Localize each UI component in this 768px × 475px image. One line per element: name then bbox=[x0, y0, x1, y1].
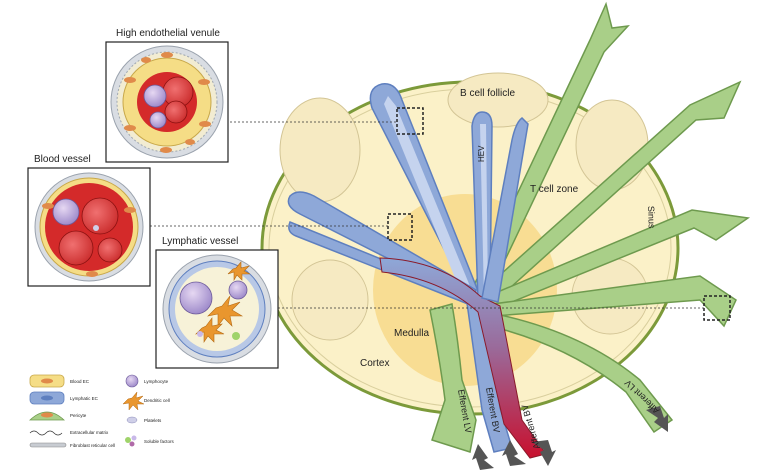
legend-item-lymphocyte: Lymphocyte bbox=[125, 374, 169, 388]
inset-hev: High endothelial venule bbox=[105, 28, 229, 163]
efferent-loop-inner bbox=[384, 96, 474, 300]
legend-item-lymphatic-ec: Lymphatic EC bbox=[29, 391, 99, 405]
legend-label-ecm: Extracellular matrix bbox=[70, 430, 109, 435]
dendritic-cell-icon bbox=[122, 391, 145, 411]
legend-item-blood-ec: Blood EC bbox=[29, 374, 90, 388]
lv-lymphocyte-1 bbox=[179, 281, 213, 315]
bv-rbc-1 bbox=[81, 197, 119, 235]
inset-lymphatic-title: Lymphatic vessel bbox=[162, 236, 238, 247]
bv-lymphocyte bbox=[52, 198, 80, 226]
bv-rbc-2 bbox=[58, 230, 94, 266]
legend-label-platelets: Platelets bbox=[144, 418, 162, 423]
legend-item-platelets: Platelets bbox=[126, 416, 162, 424]
soluble-factors-icon bbox=[125, 435, 137, 447]
label-medulla: Medulla bbox=[394, 328, 429, 339]
bv-pericytes bbox=[42, 203, 136, 277]
efferent-lv-trunk bbox=[429, 303, 477, 453]
arrow-afferent-lv bbox=[646, 406, 668, 432]
zoom-box-blood bbox=[387, 213, 413, 241]
legend: Blood EC Lymphatic EC Pericyte Extracell… bbox=[28, 374, 175, 448]
afferent-bv-branch bbox=[481, 117, 529, 303]
inset-blood-title: Blood vessel bbox=[34, 154, 91, 165]
legend-label-dendritic-cell: Dendritic cell bbox=[144, 398, 170, 403]
hev-rbc-2 bbox=[164, 100, 188, 124]
arrow-afferent-bv bbox=[532, 440, 556, 466]
bv-platelet bbox=[93, 225, 99, 231]
afferent-bv-trunk bbox=[379, 257, 547, 459]
lymphocyte-icon bbox=[125, 374, 139, 388]
platelets-icon bbox=[126, 416, 138, 424]
legend-label-pericyte: Pericyte bbox=[70, 413, 87, 418]
zoom-box-hev bbox=[396, 107, 424, 135]
hev-pericytes bbox=[124, 52, 211, 153]
follicle-left bbox=[279, 97, 361, 203]
inset-lymphatic-vessel: Lymphatic vessel bbox=[155, 236, 279, 369]
zoom-connectors bbox=[150, 121, 704, 309]
legend-item-dendritic-cell: Dendritic cell bbox=[122, 391, 170, 411]
lv-soluble-1 bbox=[232, 332, 240, 340]
hev-lymphocyte bbox=[143, 84, 167, 108]
lv-soluble-2 bbox=[197, 331, 203, 337]
follicle-bottom-left bbox=[291, 259, 369, 341]
label-sinus: Sinus bbox=[646, 206, 657, 229]
arrow-efferent-lv bbox=[472, 444, 494, 470]
follicle-top bbox=[447, 72, 549, 128]
label-b-cell-follicle: B cell follicle bbox=[460, 88, 515, 99]
flow-arrows bbox=[472, 406, 668, 470]
legend-label-soluble-factors: Soluble factors bbox=[144, 439, 175, 444]
inset-hev-title: High endothelial venule bbox=[116, 28, 220, 39]
legend-item-soluble-factors: Soluble factors bbox=[125, 435, 175, 447]
label-hev: HEV bbox=[477, 145, 486, 162]
lv-lymphocyte-2 bbox=[228, 280, 248, 300]
legend-item-frc: Fibroblast reticular cell bbox=[29, 442, 115, 448]
hev-branch-inner bbox=[480, 124, 488, 298]
hev-lymphocyte-2 bbox=[149, 111, 167, 129]
frc-icon bbox=[29, 442, 67, 448]
label-cortex: Cortex bbox=[360, 358, 389, 369]
legend-label-frc: Fibroblast reticular cell bbox=[70, 443, 115, 448]
legend-item-pericyte: Pericyte bbox=[28, 411, 87, 421]
legend-label-blood-ec: Blood EC bbox=[70, 379, 90, 384]
vessel-tree bbox=[287, 83, 547, 459]
arrow-efferent-bv bbox=[502, 440, 526, 466]
legend-label-lymphocyte: Lymphocyte bbox=[144, 379, 169, 384]
inset-blood-vessel: Blood vessel bbox=[27, 154, 151, 287]
ecm-icon bbox=[29, 430, 63, 436]
label-t-cell-zone: T cell zone bbox=[530, 184, 579, 195]
legend-label-lymphatic-ec: Lymphatic EC bbox=[70, 396, 99, 401]
legend-item-ecm: Extracellular matrix bbox=[29, 430, 109, 436]
bv-rbc-3 bbox=[97, 237, 123, 263]
